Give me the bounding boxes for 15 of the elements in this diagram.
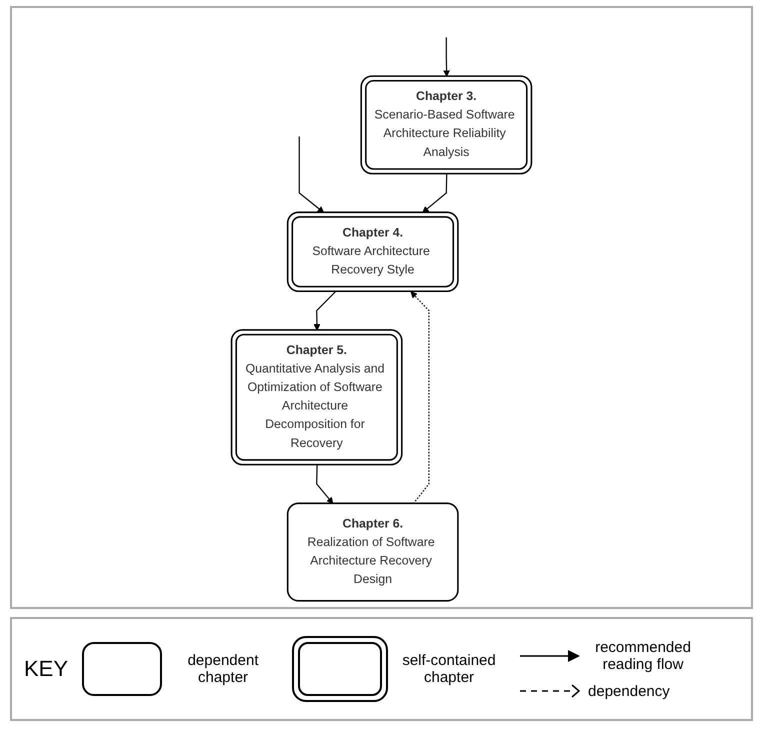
node-box: Chapter 3. Scenario-Based Software Architecture Reliability Analysis (360, 75, 532, 174)
arrow (298, 136, 324, 213)
arrow (316, 464, 334, 504)
node-box: Chapter 5. Quantitative Analysis and Optimization of Software Architecture Decomposition for Recovery (230, 329, 403, 466)
legend-text: dependent chapter (186, 652, 260, 686)
node-box: Chapter 6. Realization of Software Architecture Recovery Design (286, 502, 459, 602)
arrow (443, 37, 450, 77)
arrow (410, 291, 430, 504)
legend-text: recommended reading flow (594, 638, 692, 672)
arrow (422, 174, 448, 213)
node-box: Chapter 4. Software Architecture Recovery Style (286, 212, 459, 292)
key-label: KEY (24, 656, 68, 682)
legend-text: dependency (588, 682, 670, 700)
legend-text: self-contained chapter (401, 652, 497, 686)
arrow (314, 291, 336, 331)
